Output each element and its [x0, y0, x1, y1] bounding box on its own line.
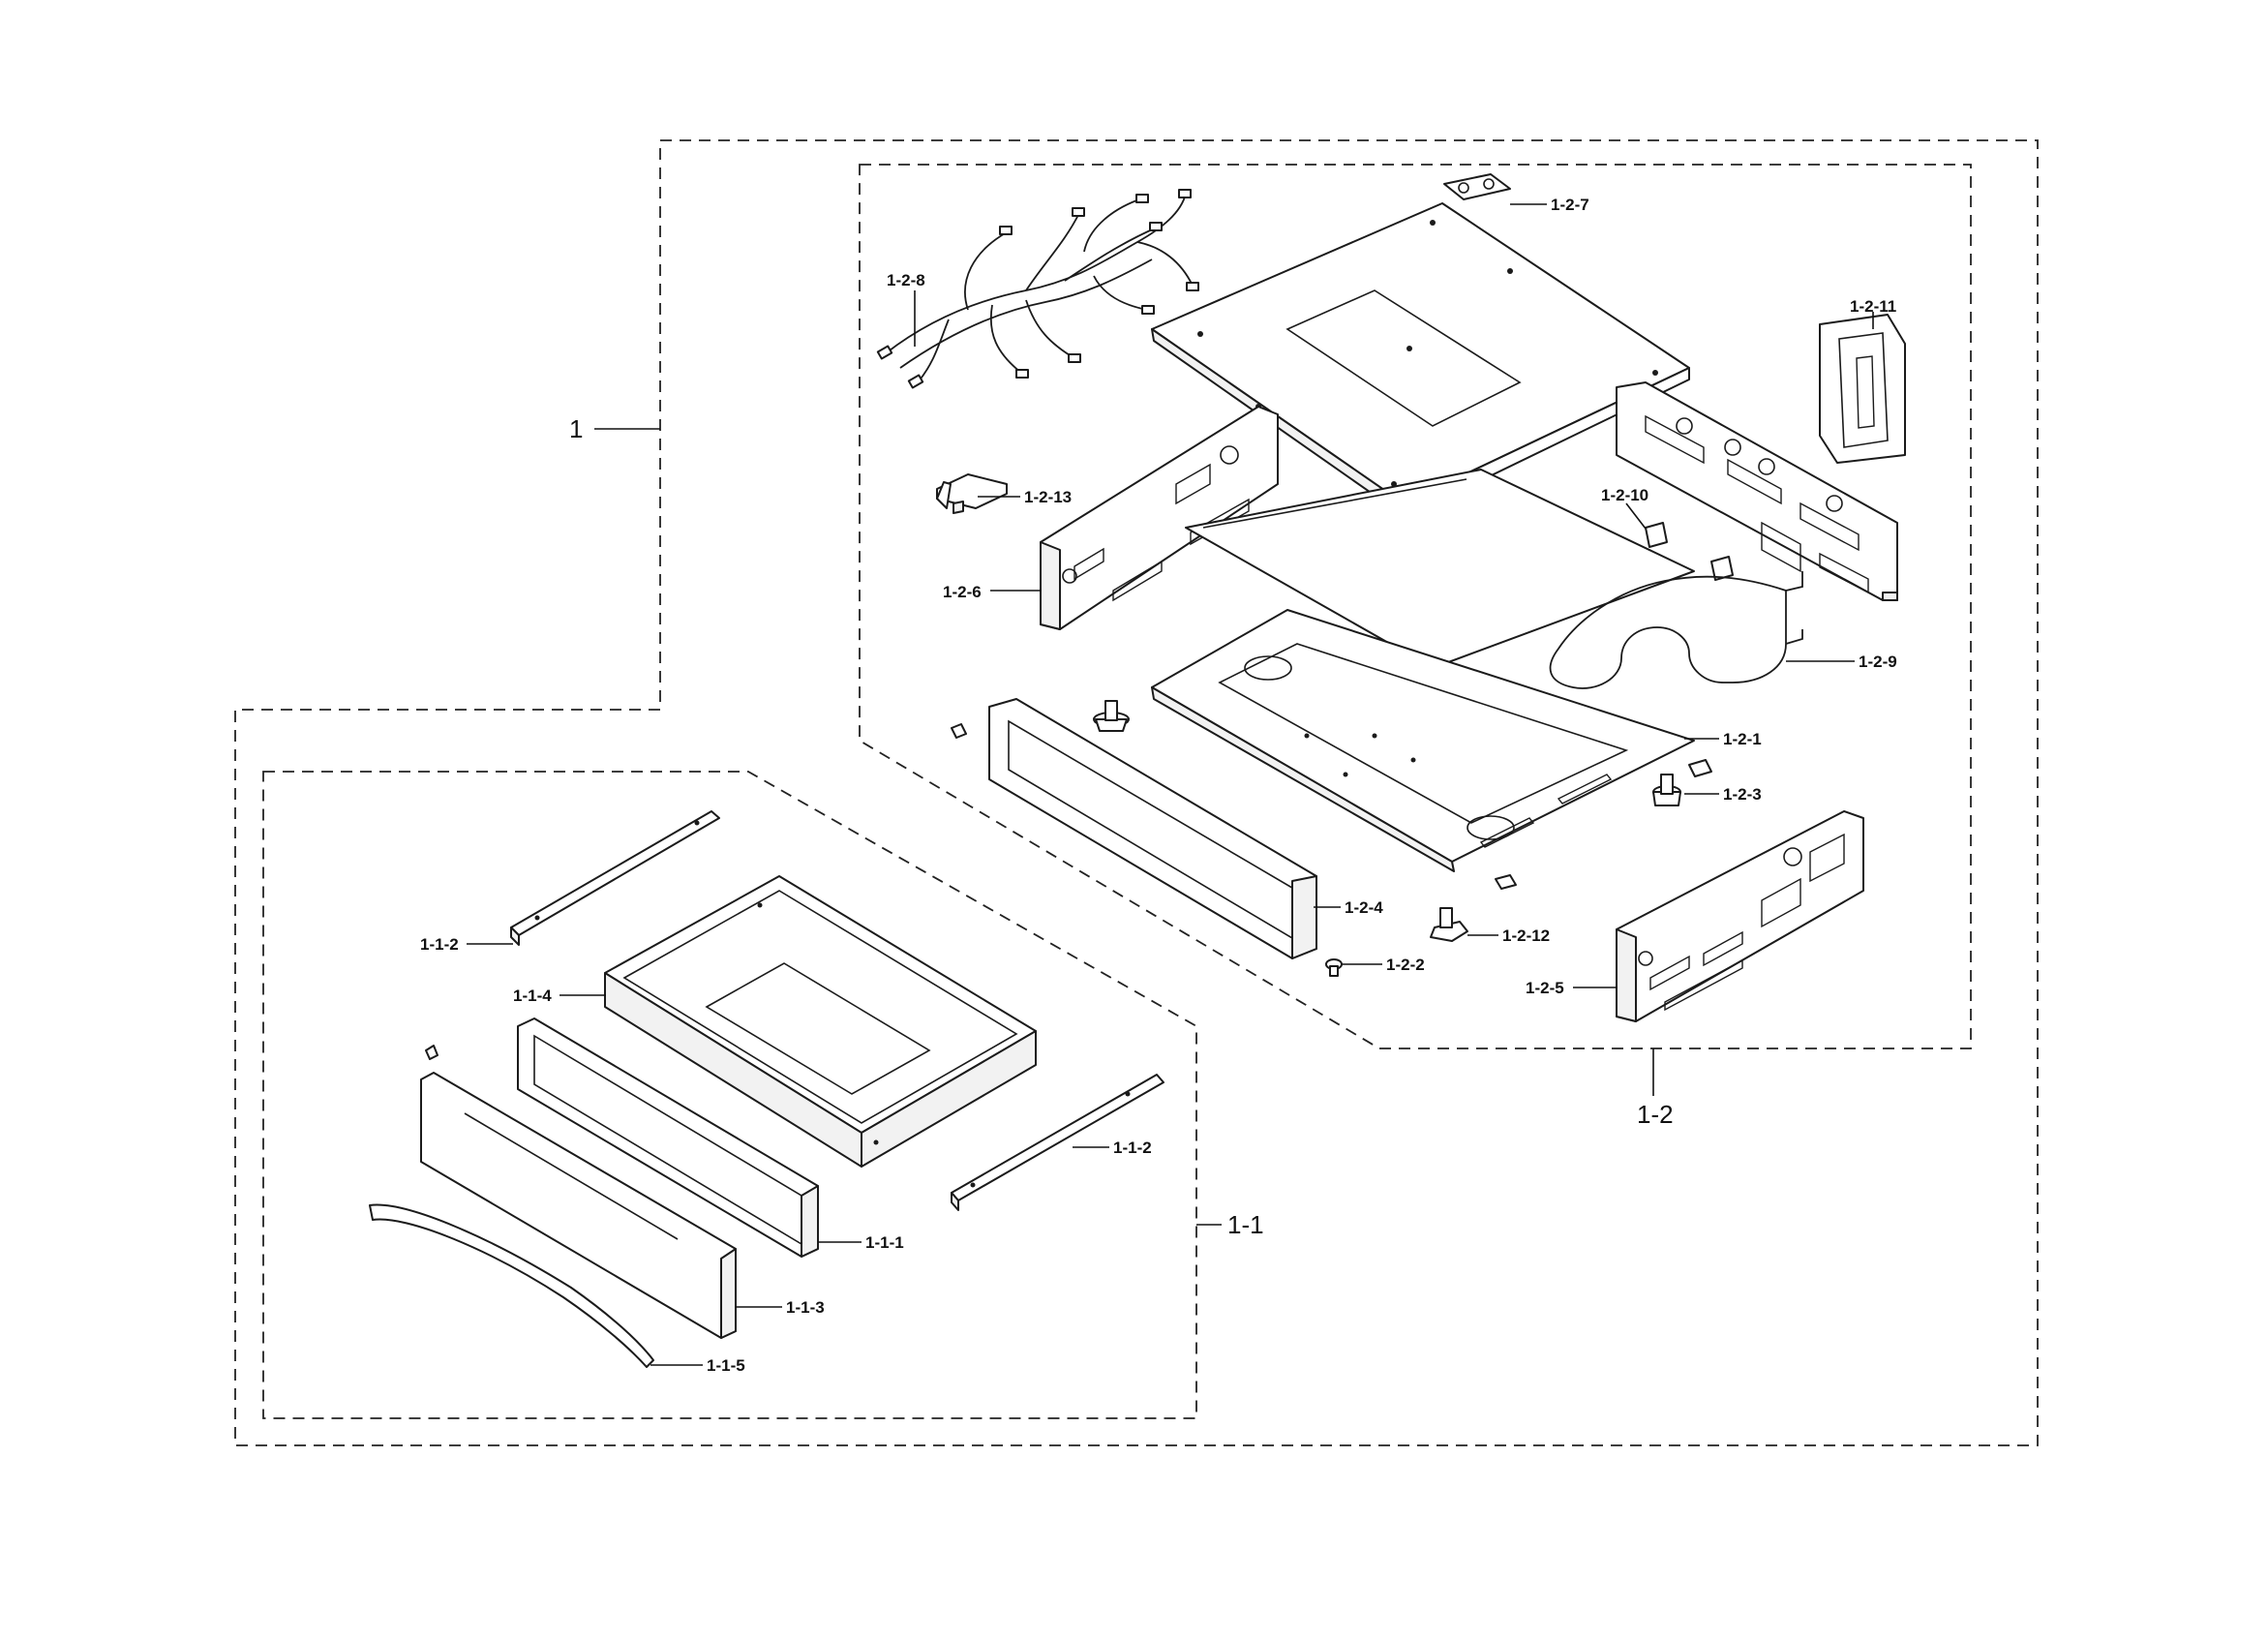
leveling-foot-left-part [1093, 700, 1130, 732]
label-1-2-7: 1-2-7 [1551, 196, 1589, 214]
front-frame-part [988, 698, 1317, 959]
leveling-leg-part [1652, 759, 1712, 806]
drawer-handle-part [369, 1203, 654, 1368]
label-1-2-1: 1-2-1 [1723, 730, 1762, 748]
foot-part [1430, 874, 1517, 942]
rear-panel-part [1616, 381, 1898, 601]
label-1-2-4: 1-2-4 [1345, 898, 1383, 917]
bracket-part [1819, 314, 1906, 464]
drawer-front-frame-part [425, 1017, 819, 1258]
gasket-part [1443, 173, 1511, 200]
label-1-1: 1-1 [1227, 1210, 1264, 1239]
leader-1-2-10 [1625, 502, 1647, 530]
label-1-2-8: 1-2-8 [887, 271, 925, 289]
label-1-2-12: 1-2-12 [1502, 926, 1550, 945]
drawer-rail-right-part [951, 1074, 1164, 1211]
label-1-1-5: 1-1-5 [707, 1356, 745, 1375]
label-1-2-10: 1-2-10 [1601, 486, 1648, 504]
base-pan-part [1151, 609, 1695, 872]
label-1-1-2-left: 1-1-2 [420, 935, 459, 954]
small-nut-part [951, 723, 967, 739]
heating-element-part [1549, 571, 1803, 689]
assembly-1-boundary [234, 139, 2039, 1446]
label-1-2-11: 1-2-11 [1850, 297, 1896, 316]
label-1-2-2: 1-2-2 [1386, 956, 1425, 974]
drawer-rail-left-part [510, 810, 720, 946]
subassembly-1-2-boundary [859, 164, 1972, 1049]
right-side-panel-part [1616, 810, 1864, 1022]
screw-part [1325, 958, 1343, 977]
label-1-2-13: 1-2-13 [1024, 488, 1072, 506]
label-1-2-3: 1-2-3 [1723, 785, 1762, 804]
hinge-bracket-part [936, 473, 1008, 514]
left-side-panel-part [1040, 406, 1279, 630]
drawer-tub-part [604, 875, 1037, 1168]
label-1-2: 1-2 [1637, 1100, 1674, 1129]
label-1: 1 [569, 414, 583, 443]
insulation-sheet-part [1185, 469, 1695, 669]
label-1-1-2-right: 1-1-2 [1113, 1139, 1152, 1157]
label-1-2-6: 1-2-6 [943, 583, 982, 601]
label-1-1-1: 1-1-1 [865, 1233, 904, 1252]
label-1-2-5: 1-2-5 [1526, 979, 1564, 997]
element-clip-part [1645, 522, 1734, 581]
label-1-2-9: 1-2-9 [1859, 653, 1897, 671]
label-1-1-3: 1-1-3 [786, 1298, 825, 1317]
drawer-panel-part [420, 1072, 737, 1339]
wire-harness-part [876, 189, 1199, 389]
label-1-1-4: 1-1-4 [513, 987, 552, 1005]
